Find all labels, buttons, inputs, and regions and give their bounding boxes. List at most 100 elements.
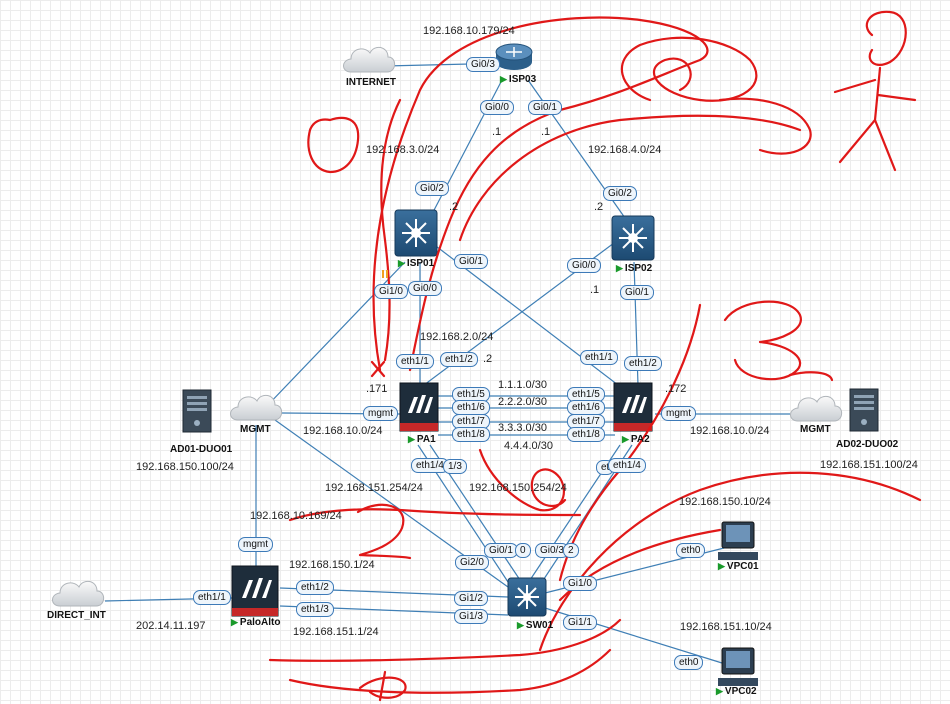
link-3-label: 3.3.3.0/30 xyxy=(498,422,547,434)
port-pa1-mgmt[interactable]: mgmt xyxy=(363,406,398,421)
switch-isp02-icon[interactable] xyxy=(611,215,655,261)
dot1-a-label: .1 xyxy=(492,126,502,138)
port-isp01-gi10[interactable]: Gi1/0 xyxy=(374,284,408,299)
firewall-pa2-icon[interactable] xyxy=(613,382,653,432)
link-4-label: 4.4.4.0/30 xyxy=(504,440,553,452)
server-ad01-icon[interactable] xyxy=(182,389,212,433)
mgmt-right-cloud-icon[interactable] xyxy=(790,395,843,422)
net-2-label: 192.168.2.0/24 xyxy=(420,331,494,343)
sw-150-254-label: 192.168.150.254/24 xyxy=(469,482,567,494)
port-pa2-mgmt[interactable]: mgmt xyxy=(661,406,696,421)
mgmt-left-node-label: MGMT xyxy=(240,424,271,435)
switch-isp01-icon[interactable] xyxy=(394,209,438,257)
port-pa2-eth16[interactable]: eth1/6 xyxy=(567,400,605,415)
port-isp02-gi00[interactable]: Gi0/0 xyxy=(567,258,601,273)
link-1-label: 1.1.1.0/30 xyxy=(498,379,547,391)
net-4-label: 192.168.4.0/24 xyxy=(588,144,662,156)
port-pa2-eth15[interactable]: eth1/5 xyxy=(567,387,605,402)
port-sw01-gi12[interactable]: Gi1/2 xyxy=(454,591,488,606)
vpc02-ip-label: 192.168.151.10/24 xyxy=(680,621,772,633)
vpc02-node-label: ▶VPC02 xyxy=(716,686,757,697)
ad01-ip-label: 192.168.150.100/24 xyxy=(136,461,234,473)
vpc01-ip-label: 192.168.150.10/24 xyxy=(679,496,771,508)
port-isp01-gi00[interactable]: Gi0/0 xyxy=(408,281,442,296)
palo-mgmt-ip-label: 192.168.10.169/24 xyxy=(250,510,342,522)
ad02-ip-label: 192.168.151.100/24 xyxy=(820,459,918,471)
port-pa1-eth11[interactable]: eth1/1 xyxy=(396,354,434,369)
ad01-node-label: AD01-DUO01 xyxy=(170,444,233,455)
port-isp02-gi01[interactable]: Gi0/1 xyxy=(620,285,654,300)
mgmt-net-right-label: 192.168.10.0/24 xyxy=(690,425,770,437)
dot2-b-label: .2 xyxy=(594,201,604,213)
port-sw01-gi03[interactable]: Gi0/3 xyxy=(535,543,569,558)
isp01-status-indicator xyxy=(382,270,388,278)
port-pa2-eth14[interactable]: eth1/4 xyxy=(608,458,646,473)
port-isp01-gi01[interactable]: Gi0/1 xyxy=(454,254,488,269)
dot171-label: .171 xyxy=(366,383,388,395)
red-annotations xyxy=(268,10,922,702)
dot1-b-label: .1 xyxy=(541,126,551,138)
internet-cloud-icon[interactable] xyxy=(343,46,396,73)
port-isp02-gi02[interactable]: Gi0/2 xyxy=(603,186,637,201)
port-palo-eth12[interactable]: eth1/2 xyxy=(296,580,334,595)
sw01-node-label: ▶SW01 xyxy=(517,620,554,631)
port-pa1-eth13[interactable]: 1/3 xyxy=(443,459,467,474)
port-vpc01-eth0[interactable]: eth0 xyxy=(676,543,706,558)
pa1-node-label: ▶PA1 xyxy=(408,434,436,445)
port-isp03-gi01[interactable]: Gi0/1 xyxy=(528,100,562,115)
port-sw01-gi11[interactable]: Gi1/1 xyxy=(563,615,597,630)
port-palo-mgmt[interactable]: mgmt xyxy=(238,537,273,552)
port-pa1-eth18[interactable]: eth1/8 xyxy=(452,427,490,442)
direct-int-node-label: DIRECT_INT xyxy=(47,610,106,621)
firewall-paloalto-icon[interactable] xyxy=(231,565,279,617)
dot2-c-label: .2 xyxy=(483,353,493,365)
port-palo-eth11[interactable]: eth1/1 xyxy=(193,590,231,605)
net-3-label: 192.168.3.0/24 xyxy=(366,144,440,156)
switch-sw01-icon[interactable] xyxy=(507,577,547,617)
mgmt-net-left-label: 192.168.10.0/24 xyxy=(303,425,383,437)
sw-151-254-label: 192.168.151.254/24 xyxy=(325,482,423,494)
direct-int-cloud-icon[interactable] xyxy=(52,580,105,607)
port-pa2-eth12[interactable]: eth1/2 xyxy=(624,356,662,371)
firewall-pa1-icon[interactable] xyxy=(399,382,439,432)
isp03-node-label: ▶ISP03 xyxy=(500,74,537,85)
paloalto-node-label: ▶PaloAlto xyxy=(231,617,281,628)
link-2-label: 2.2.2.0/30 xyxy=(498,396,547,408)
port-sw01-gi10[interactable]: Gi1/0 xyxy=(563,576,597,591)
palo-public-ip-label: 202.14.11.197 xyxy=(136,620,206,632)
isp03-ip-label: 192.168.10.179/24 xyxy=(423,25,515,37)
dot2-a-label: .2 xyxy=(449,201,459,213)
port-sw01-gi13[interactable]: Gi1/3 xyxy=(454,609,488,624)
port-pa2-eth18[interactable]: eth1/8 xyxy=(567,427,605,442)
router-isp03-icon[interactable] xyxy=(495,43,533,70)
port-sw01-gi01[interactable]: Gi0/1 xyxy=(484,543,518,558)
palo-151-1-label: 192.168.151.1/24 xyxy=(293,626,379,638)
vpc02-icon[interactable] xyxy=(718,647,758,686)
port-sw01-gi00[interactable]: 0 xyxy=(515,543,531,558)
mgmt-left-cloud-icon[interactable] xyxy=(230,394,283,421)
isp01-node-label: ▶ISP01 xyxy=(398,258,435,269)
vpc01-node-label: ▶VPC01 xyxy=(718,561,759,572)
port-isp03-gi00[interactable]: Gi0/0 xyxy=(480,100,514,115)
port-vpc02-eth0[interactable]: eth0 xyxy=(674,655,704,670)
vpc01-icon[interactable] xyxy=(718,521,758,560)
port-sw01-gi20[interactable]: Gi2/0 xyxy=(455,555,489,570)
dot1-c-label: .1 xyxy=(590,284,600,296)
port-pa1-eth16[interactable]: eth1/6 xyxy=(452,400,490,415)
internet-node-label: INTERNET xyxy=(346,77,396,88)
ad02-node-label: AD02-DUO02 xyxy=(836,439,899,450)
port-sw01-gi02[interactable]: 2 xyxy=(563,543,579,558)
pa2-node-label: ▶PA2 xyxy=(622,434,650,445)
port-palo-eth13[interactable]: eth1/3 xyxy=(296,602,334,617)
port-pa2-eth11[interactable]: eth1/1 xyxy=(580,350,618,365)
server-ad02-icon[interactable] xyxy=(849,388,879,432)
link-internet-isp03[interactable] xyxy=(384,63,471,67)
port-pa1-eth12[interactable]: eth1/2 xyxy=(440,352,478,367)
palo-150-1-label: 192.168.150.1/24 xyxy=(289,559,375,571)
dot172-label: .172 xyxy=(665,383,687,395)
port-pa1-eth14[interactable]: eth1/4 xyxy=(411,458,449,473)
mgmt-right-node-label: MGMT xyxy=(800,424,831,435)
port-isp01-gi02[interactable]: Gi0/2 xyxy=(415,181,449,196)
port-isp03-gi03[interactable]: Gi0/3 xyxy=(466,57,500,72)
isp02-node-label: ▶ISP02 xyxy=(616,263,653,274)
